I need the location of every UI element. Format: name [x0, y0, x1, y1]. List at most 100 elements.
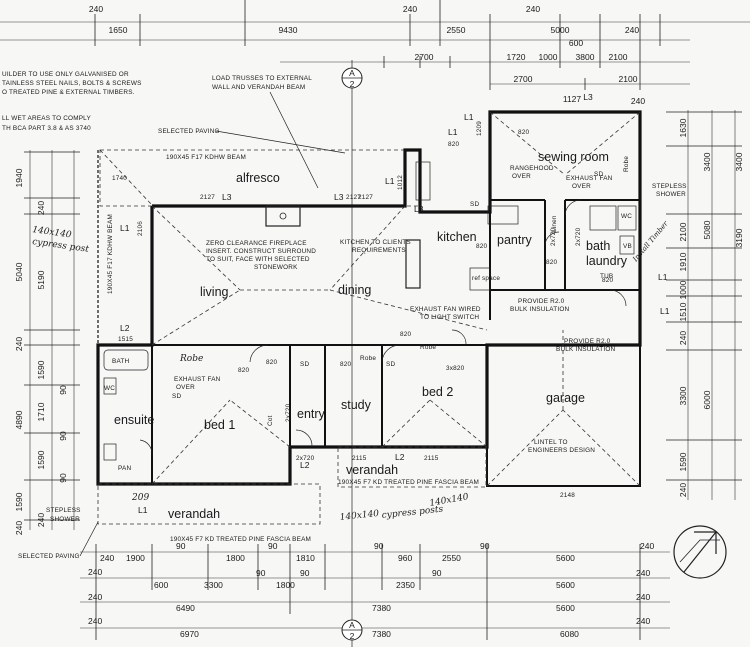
- room-pantry: pantry: [497, 233, 532, 247]
- dim-right-3300: 3300: [678, 386, 688, 405]
- note-wet-2: TH BCA PART 3.8 & AS 3740: [2, 125, 91, 132]
- dim-top-3800: 3800: [576, 52, 595, 62]
- dim-bot-b2-1: 600: [154, 580, 168, 590]
- opening-sizes: 2127 2127 2127 820 820 820 820 820 820 8…: [112, 121, 613, 499]
- lintel-l3-top: L3: [583, 92, 593, 102]
- right-dimension-lines: 1630 3400 3400 5080 2100 1910 1000 1510 …: [666, 110, 744, 500]
- dim-top-240d: 240: [625, 25, 639, 35]
- dim-left-1940: 1940: [14, 168, 24, 187]
- dim-bot-b2-0: 240: [88, 567, 102, 577]
- dim-top-1650: 1650: [109, 25, 128, 35]
- label-cot: Cot: [267, 415, 274, 426]
- dim-left-5040: 5040: [14, 262, 24, 281]
- note-fireplace-1: ZERO CLEARANCE FIREPLACE: [206, 240, 307, 247]
- note-kitchen-client-1: KITCHEN TO CLIENTS: [340, 239, 411, 246]
- dim-bot-b1-10: 5600: [556, 553, 575, 563]
- note-fireplace-4: STONEWORK: [254, 264, 298, 271]
- dim-bot-b1-9: 90: [480, 541, 490, 551]
- room-bed2: bed 2: [422, 385, 453, 399]
- dim-bot-b2-9: 240: [636, 568, 650, 578]
- room-kitchen: kitchen: [437, 230, 477, 244]
- section-2-bottom: 2: [350, 631, 355, 641]
- dim-right-1910: 1910: [678, 252, 688, 271]
- dim-bot-b3-1: 6490: [176, 603, 195, 613]
- dim-right-5080: 5080: [702, 220, 712, 239]
- room-bed1: bed 1: [204, 418, 235, 432]
- dim-top-240e: 240: [631, 96, 645, 106]
- opening-820a: 820: [448, 141, 460, 148]
- dim-right-1000: 1000: [678, 280, 688, 299]
- dim-bot-b4-3: 6080: [560, 629, 579, 639]
- lintel-l2-b: L2: [300, 460, 310, 470]
- opening-3x820: 3x820: [446, 365, 465, 372]
- dim-bot-b4-4: 240: [636, 616, 650, 626]
- dim-bot-b2-5: 90: [300, 568, 310, 578]
- dim-top-1127: 1127: [563, 94, 582, 104]
- dim-bot-b3-3: 5600: [556, 603, 575, 613]
- lintel-l3-b: L3: [334, 192, 344, 202]
- opening-2148: 2148: [560, 492, 575, 499]
- label-ref-space: ref space: [472, 275, 500, 282]
- note-lintel-1: LINTEL TO: [534, 439, 568, 446]
- room-living: living: [200, 285, 229, 299]
- dim-top-1000: 1000: [539, 52, 558, 62]
- section-marker-bottom: A 2: [341, 619, 363, 641]
- dim-left-90c: 90: [58, 473, 68, 483]
- room-sewing: sewing room: [538, 150, 609, 164]
- label-sd2: SD: [300, 361, 309, 368]
- note-exhaust-sewing-2: OVER: [572, 183, 591, 190]
- dim-bot-b1-0: 240: [100, 553, 114, 563]
- note-builder-3: O TREATED PINE & EXTERNAL TIMBERS.: [2, 89, 135, 96]
- dim-bot-b2-6: 2350: [396, 580, 415, 590]
- dim-left-240a: 240: [36, 201, 46, 215]
- opening-2115a: 2115: [352, 455, 367, 462]
- section-marker-top: A 2: [341, 60, 363, 647]
- dim-bot-b1-5: 1810: [296, 553, 315, 563]
- room-alfresco: alfresco: [236, 171, 280, 185]
- dim-left-5190: 5190: [36, 270, 46, 289]
- room-labels: alfresco living dining kitchen pantry se…: [114, 150, 628, 521]
- note-insulation-1b: BULK INSULATION: [510, 306, 570, 313]
- dim-left-1590a: 1590: [36, 360, 46, 379]
- note-fascia-right: 190X45 F7 KD TREATED PINE FASCIA BEAM: [338, 479, 479, 486]
- dim-top-240a: 240: [89, 4, 103, 14]
- dim-bot-b1-7: 960: [398, 553, 412, 563]
- label-vb: VB: [623, 243, 632, 250]
- lintel-l1-e: L1: [658, 272, 668, 282]
- dim-left-1590c: 1590: [14, 492, 24, 511]
- dim-right-1590: 1590: [678, 452, 688, 471]
- opening-820b: 820: [518, 129, 530, 136]
- left-dimension-lines: 1940 240 5040 5190 240 1590 90 1710 90 4…: [14, 150, 80, 535]
- dim-right-3400b: 3400: [734, 152, 744, 171]
- dim-bot-b1-11: 240: [640, 541, 654, 551]
- builder-notes: UILDER TO USE ONLY GALVANISED OR TAINLES…: [2, 71, 346, 189]
- hand-robe: Robe: [179, 354, 203, 364]
- dim-top-9430: 9430: [279, 25, 298, 35]
- dim-top-2700: 2700: [415, 52, 434, 62]
- opening-1209: 1209: [476, 121, 483, 136]
- note-exhaust-ens-2: OVER: [176, 384, 195, 391]
- dim-bot-b3-0: 240: [88, 592, 102, 602]
- note-selected-paving-top: SELECTED PAVING: [158, 128, 220, 135]
- note-exhaust-light-1: EXHAUST FAN WIRED: [410, 306, 481, 313]
- dim-right-240a: 240: [678, 331, 688, 345]
- handwritten-notes: 140x140 cypress post Robe 140x140 cypres…: [32, 219, 671, 523]
- note-insulation-2b: BULK INSULATION: [556, 346, 616, 353]
- section-2-top: 2: [350, 79, 355, 89]
- dim-bot-b3-2: 7380: [372, 603, 391, 613]
- note-fascia-left: 190X45 F7 KD TREATED PINE FASCIA BEAM: [170, 536, 311, 543]
- dim-bot-b1-6: 90: [374, 541, 384, 551]
- label-wc-left: WC: [104, 385, 115, 392]
- note-load-2: WALL AND VERANDAH BEAM: [212, 84, 305, 91]
- dim-left-240d: 240: [14, 521, 24, 535]
- label-sd4: SD: [470, 201, 479, 208]
- dim-top-240b: 240: [403, 4, 417, 14]
- opening-2x720d: 2x720: [575, 227, 582, 246]
- dim-left-240c: 240: [36, 513, 46, 527]
- note-beam-top: 190X45 F17 KDHW BEAM: [166, 154, 246, 161]
- fixture-labels: BATH WC PAN Robe Robe Cot ref space Line…: [104, 156, 632, 472]
- dim-left-4890: 4890: [14, 410, 24, 429]
- opening-2127b: 2127: [346, 194, 361, 201]
- room-bath: bath: [586, 239, 610, 253]
